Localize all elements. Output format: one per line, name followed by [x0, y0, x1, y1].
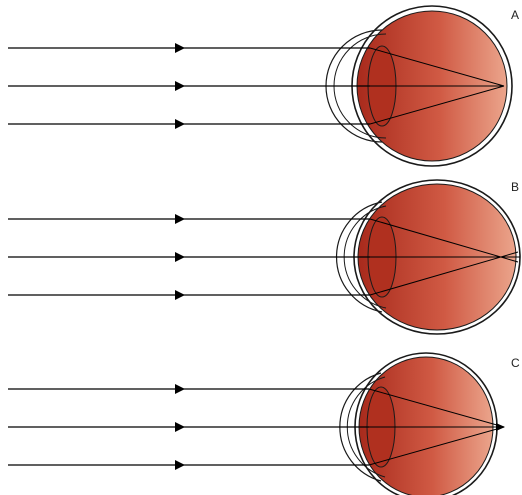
focal-point-arrow: [496, 423, 505, 431]
refracted-ray: [369, 85, 505, 125]
refracted-ray: [369, 47, 505, 87]
panel-a: A: [8, 5, 519, 167]
eye-c: [339, 352, 498, 495]
panel-b: B: [8, 179, 521, 335]
panel-c: C: [8, 352, 520, 495]
arrow: [175, 81, 185, 91]
panel-label-a: A: [511, 8, 519, 22]
arrow: [175, 422, 185, 432]
arrow: [175, 119, 185, 129]
panel-label-c: C: [511, 356, 520, 370]
arrow: [175, 43, 185, 53]
refracted-ray: [369, 251, 519, 296]
refracted-ray: [368, 426, 505, 466]
refracted-ray: [368, 388, 505, 428]
panel-label-b: B: [511, 180, 519, 194]
arrow: [175, 290, 185, 300]
arrow: [175, 384, 185, 394]
arrow: [175, 460, 185, 470]
refracted-ray: [369, 218, 519, 263]
arrow: [175, 214, 185, 224]
arrow: [175, 252, 185, 262]
